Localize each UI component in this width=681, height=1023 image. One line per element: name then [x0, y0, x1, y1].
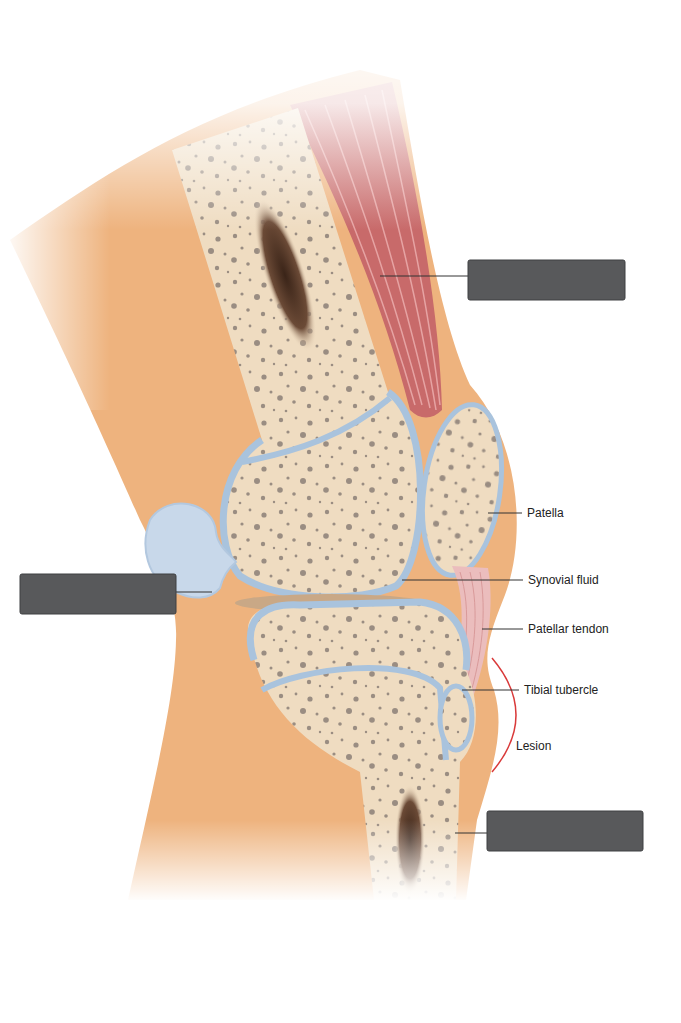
patella — [412, 400, 511, 581]
fade-left — [0, 150, 110, 410]
part-label: Patella — [527, 506, 564, 520]
femur-cartilage — [223, 392, 420, 597]
lesion-bracket — [492, 658, 516, 772]
part-label: Synovial fluid — [528, 573, 599, 587]
part-label: Tibial tubercle — [524, 683, 598, 697]
blank-ground — [0, 900, 681, 1023]
leader-lines — [176, 276, 523, 833]
part-label: Lesion — [516, 739, 551, 753]
tibial-tubercle — [440, 686, 472, 750]
part-label: Patellar tendon — [528, 622, 609, 636]
tibia-cartilage — [250, 602, 466, 670]
blank-label-boxes — [20, 260, 643, 851]
tibia-growth-plate — [262, 668, 446, 760]
femur-growth-plate — [242, 398, 390, 462]
